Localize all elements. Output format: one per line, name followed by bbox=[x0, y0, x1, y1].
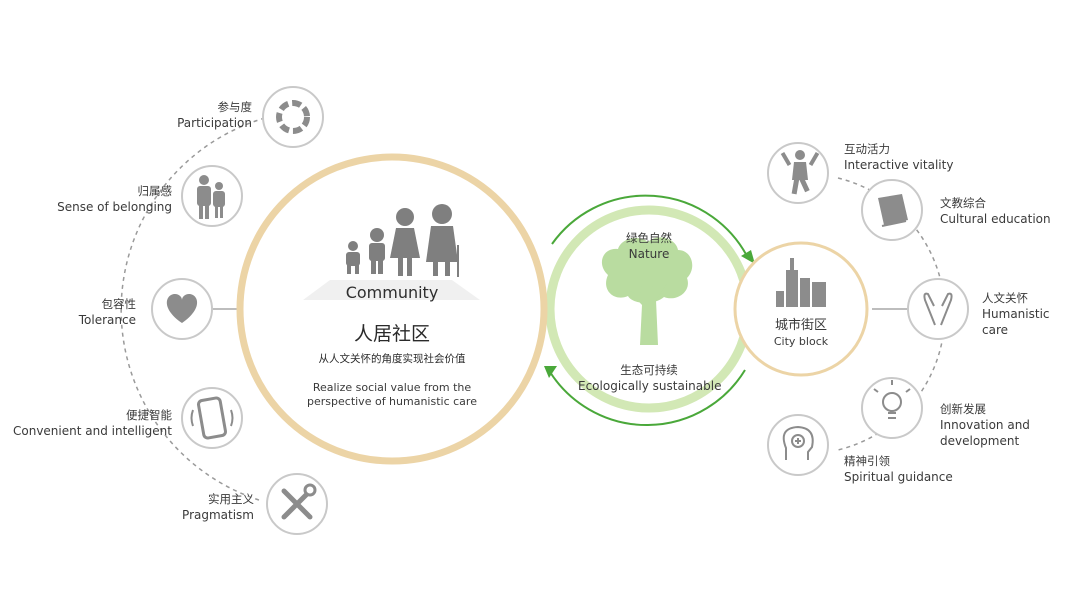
nature-label: 绿色自然 Nature bbox=[600, 230, 698, 262]
label-zh: 参与度 bbox=[217, 100, 253, 114]
label-en: Tolerance bbox=[78, 313, 136, 327]
label-zh: 互动活力 bbox=[844, 142, 890, 156]
arrow-bottom bbox=[549, 369, 746, 426]
left-dashed-arc bbox=[120, 117, 266, 502]
label-spiritual: 精神引领 Spiritual guidance bbox=[844, 453, 994, 485]
city-circle bbox=[733, 241, 869, 377]
label-en: Spiritual guidance bbox=[844, 470, 953, 484]
label-en: Innovation and development bbox=[940, 418, 1030, 448]
city-title: 城市街区 bbox=[774, 318, 827, 333]
label-zh: 创新发展 bbox=[940, 402, 986, 416]
community-circle bbox=[236, 153, 548, 465]
community-title: 人居社区 bbox=[353, 323, 430, 345]
left-item-pragmatism bbox=[266, 473, 328, 535]
label-zh: 包容性 bbox=[101, 297, 137, 311]
right-item-spiritual bbox=[767, 414, 829, 476]
label-en: Cultural education bbox=[940, 212, 1051, 226]
label-en: Convenient and intelligent bbox=[13, 424, 172, 438]
city-buildings-icon bbox=[776, 258, 826, 307]
label-en: Participation bbox=[177, 116, 252, 130]
label-zh: 便捷智能 bbox=[126, 408, 172, 422]
left-item-belonging bbox=[181, 165, 243, 227]
city-english: City block bbox=[773, 335, 829, 348]
lightbulb-icon bbox=[873, 380, 911, 419]
label-zh: 人文关怀 bbox=[982, 291, 1028, 305]
community-english: Realize social value from the perspectiv… bbox=[307, 381, 477, 408]
sustainable-en: Ecologically sustainable bbox=[578, 379, 722, 393]
label-pragmatism: 实用主义 Pragmatism bbox=[100, 491, 254, 523]
right-item-innovation bbox=[861, 377, 923, 439]
heart-icon bbox=[166, 294, 198, 323]
community-subtitle: 从人文关怀的角度实现社会价值 bbox=[318, 353, 466, 365]
label-cultural: 文教综合 Cultural education bbox=[940, 195, 1076, 227]
label-en: Interactive vitality bbox=[844, 158, 954, 172]
label-en: Humanistic care bbox=[982, 307, 1050, 337]
label-tolerance: 包容性 Tolerance bbox=[0, 296, 136, 328]
label-zh: 实用主义 bbox=[208, 492, 254, 506]
label-innovation: 创新发展 Innovation and development bbox=[940, 401, 1040, 449]
left-item-convenient bbox=[181, 387, 243, 449]
right-item-cultural bbox=[861, 179, 923, 241]
community-backdrop bbox=[303, 280, 480, 300]
family-icon bbox=[346, 204, 459, 277]
caring-hands-icon bbox=[923, 292, 953, 326]
head-plus-icon bbox=[782, 425, 814, 460]
label-zh: 精神引领 bbox=[844, 454, 890, 468]
sustainable-label: 生态可持续 Ecologically sustainable bbox=[578, 362, 722, 394]
label-zh: 文教综合 bbox=[940, 196, 986, 210]
label-belonging: 归属感 Sense of belonging bbox=[20, 183, 172, 215]
community-word: Community bbox=[345, 283, 439, 302]
city-label: 城市街区 City block bbox=[751, 318, 851, 350]
right-item-interactive bbox=[767, 142, 829, 204]
label-en: Pragmatism bbox=[182, 508, 254, 522]
family-hug-icon bbox=[197, 175, 225, 219]
label-humanistic: 人文关怀 Humanistic care bbox=[982, 290, 1072, 338]
book-icon bbox=[878, 194, 908, 227]
hands-circle-icon bbox=[276, 100, 310, 134]
label-interactive: 互动活力 Interactive vitality bbox=[844, 141, 1004, 173]
sustainable-zh: 生态可持续 bbox=[620, 363, 678, 377]
left-item-tolerance bbox=[151, 278, 213, 340]
arrowhead-top bbox=[741, 250, 755, 264]
label-zh: 归属感 bbox=[137, 184, 173, 198]
label-en: Sense of belonging bbox=[57, 200, 172, 214]
arrowhead-bottom bbox=[544, 366, 557, 378]
tree-icon bbox=[601, 237, 693, 345]
tools-icon bbox=[281, 483, 317, 520]
label-convenient: 便捷智能 Convenient and intelligent bbox=[0, 407, 172, 439]
right-item-humanistic bbox=[907, 278, 969, 340]
left-item-participation bbox=[262, 86, 324, 148]
nature-title-en: Nature bbox=[628, 247, 670, 261]
label-participation: 参与度 Participation bbox=[100, 99, 252, 131]
jumping-person-icon bbox=[780, 150, 820, 195]
arrow-top bbox=[551, 194, 749, 259]
nature-title-zh: 绿色自然 bbox=[626, 231, 672, 245]
smartphone-icon bbox=[190, 396, 234, 440]
